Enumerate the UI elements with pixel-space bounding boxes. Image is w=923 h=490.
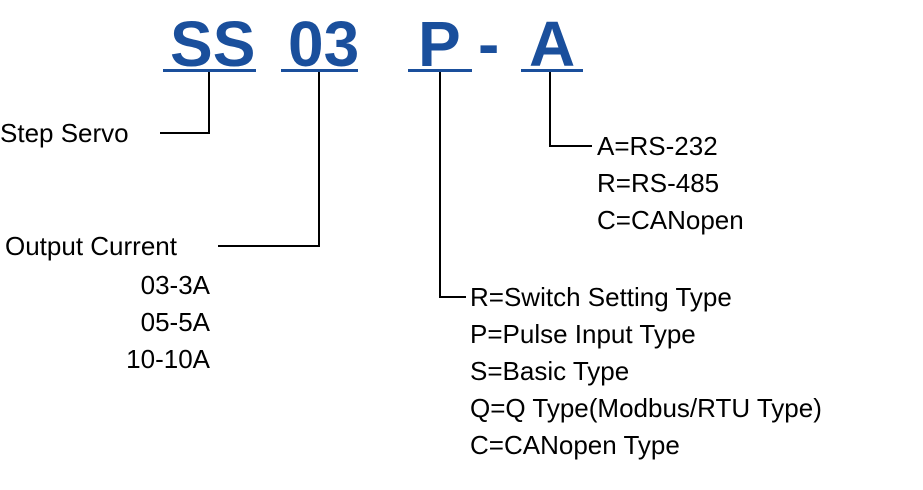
- connector-comm: [549, 72, 592, 147]
- current-label: Output Current: [5, 231, 177, 261]
- underline-comm: [521, 69, 583, 72]
- code-type: P: [418, 8, 461, 80]
- connector-type: [439, 72, 466, 298]
- current-option: 10-10A: [126, 344, 210, 374]
- type-option: P=Pulse Input Type: [470, 319, 696, 349]
- connector-current: [218, 72, 320, 247]
- code-series: SS: [170, 8, 256, 80]
- comm-option: A=RS-232: [597, 131, 718, 161]
- code-comm: A: [529, 8, 576, 80]
- type-option: R=Switch Setting Type: [470, 282, 732, 312]
- connector-series: [160, 72, 210, 134]
- current-option: 03-3A: [140, 270, 210, 300]
- current-option: 05-5A: [140, 307, 210, 337]
- series-label: Step Servo: [0, 118, 129, 148]
- type-option: Q=Q Type(Modbus/RTU Type): [470, 393, 822, 423]
- comm-option: C=CANopen: [597, 205, 744, 235]
- underline-current: [281, 69, 358, 72]
- code-separator: -: [478, 8, 500, 80]
- underline-type: [408, 69, 472, 72]
- code-current: 03: [288, 8, 360, 80]
- type-option: S=Basic Type: [470, 356, 630, 386]
- comm-option: R=RS-485: [597, 168, 720, 198]
- underline-series: [163, 69, 256, 72]
- type-option: C=CANopen Type: [470, 430, 680, 460]
